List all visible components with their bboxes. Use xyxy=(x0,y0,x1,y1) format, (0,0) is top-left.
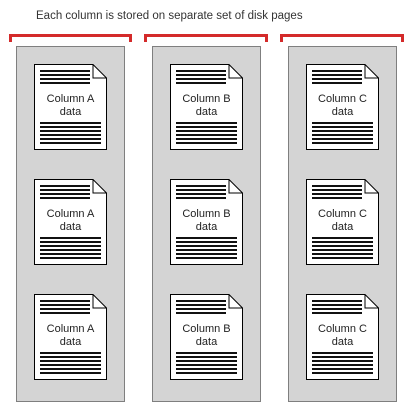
page-label-line-2: data xyxy=(59,221,82,233)
page-label-line-1: Column B xyxy=(182,93,231,105)
page-label-line-1: Column A xyxy=(46,323,95,335)
page-label-line-2: data xyxy=(195,106,218,118)
document-page-icon xyxy=(170,179,243,265)
document-page-icon xyxy=(170,294,243,380)
document-page-icon xyxy=(306,294,379,380)
page-label-line-1: Column B xyxy=(182,323,231,335)
page-label-line-2: data xyxy=(59,106,82,118)
page-label-line-2: data xyxy=(331,106,354,118)
page-label-line-1: Column C xyxy=(318,208,367,220)
page-label-line-1: Column B xyxy=(182,208,231,220)
page-label-line-1: Column A xyxy=(46,93,95,105)
page-label-line-2: data xyxy=(331,336,354,348)
page-label-line-1: Column C xyxy=(318,93,367,105)
document-page-icon xyxy=(34,179,107,265)
column-b-bracket xyxy=(144,34,268,42)
column-c-bracket xyxy=(280,34,404,42)
page-label-line-1: Column A xyxy=(46,208,95,220)
diagram-caption: Each column is stored on separate set of… xyxy=(36,10,303,22)
column-a-bracket xyxy=(9,34,132,42)
page-label-line-1: Column C xyxy=(318,323,367,335)
document-page-icon xyxy=(306,179,379,265)
document-page-icon xyxy=(170,64,243,150)
page-label-line-2: data xyxy=(195,336,218,348)
page-label-line-2: data xyxy=(331,221,354,233)
page-label-line-2: data xyxy=(195,221,218,233)
page-label-line-2: data xyxy=(59,336,82,348)
document-page-icon xyxy=(306,64,379,150)
document-page-icon xyxy=(34,294,107,380)
document-page-icon xyxy=(34,64,107,150)
